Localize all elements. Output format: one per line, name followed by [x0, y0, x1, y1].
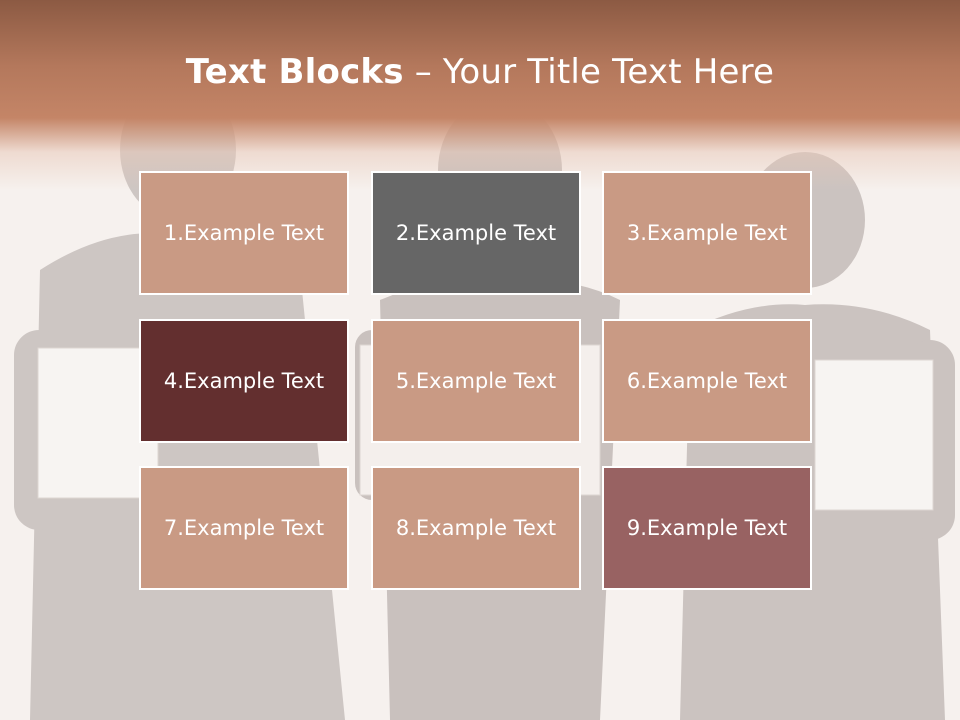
text-block-5: 5.Example Text — [371, 319, 581, 443]
text-block-1: 1.Example Text — [139, 171, 349, 295]
text-block-7: 7.Example Text — [139, 466, 349, 590]
title-bold: Text Blocks — [185, 52, 404, 92]
text-block-label: 8.Example Text — [395, 516, 557, 540]
text-block-label: 9.Example Text — [626, 516, 788, 540]
text-block-label: 3.Example Text — [626, 221, 788, 245]
text-block-label: 1.Example Text — [163, 221, 325, 245]
title-dash: – — [403, 52, 443, 92]
text-block-2: 2.Example Text — [371, 171, 581, 295]
sign-right — [814, 359, 934, 511]
header-band — [0, 0, 960, 190]
text-block-4: 4.Example Text — [139, 319, 349, 443]
text-block-label: 2.Example Text — [395, 221, 557, 245]
text-block-label: 4.Example Text — [163, 369, 325, 393]
text-block-label: 6.Example Text — [626, 369, 788, 393]
text-block-6: 6.Example Text — [602, 319, 812, 443]
text-block-8: 8.Example Text — [371, 466, 581, 590]
sign-left — [37, 347, 159, 499]
text-block-label: 7.Example Text — [163, 516, 325, 540]
text-block-3: 3.Example Text — [602, 171, 812, 295]
text-block-9: 9.Example Text — [602, 466, 812, 590]
text-block-label: 5.Example Text — [395, 369, 557, 393]
title-rest: Your Title Text Here — [442, 52, 775, 92]
slide-title: Text Blocks – Your Title Text Here — [0, 52, 960, 92]
